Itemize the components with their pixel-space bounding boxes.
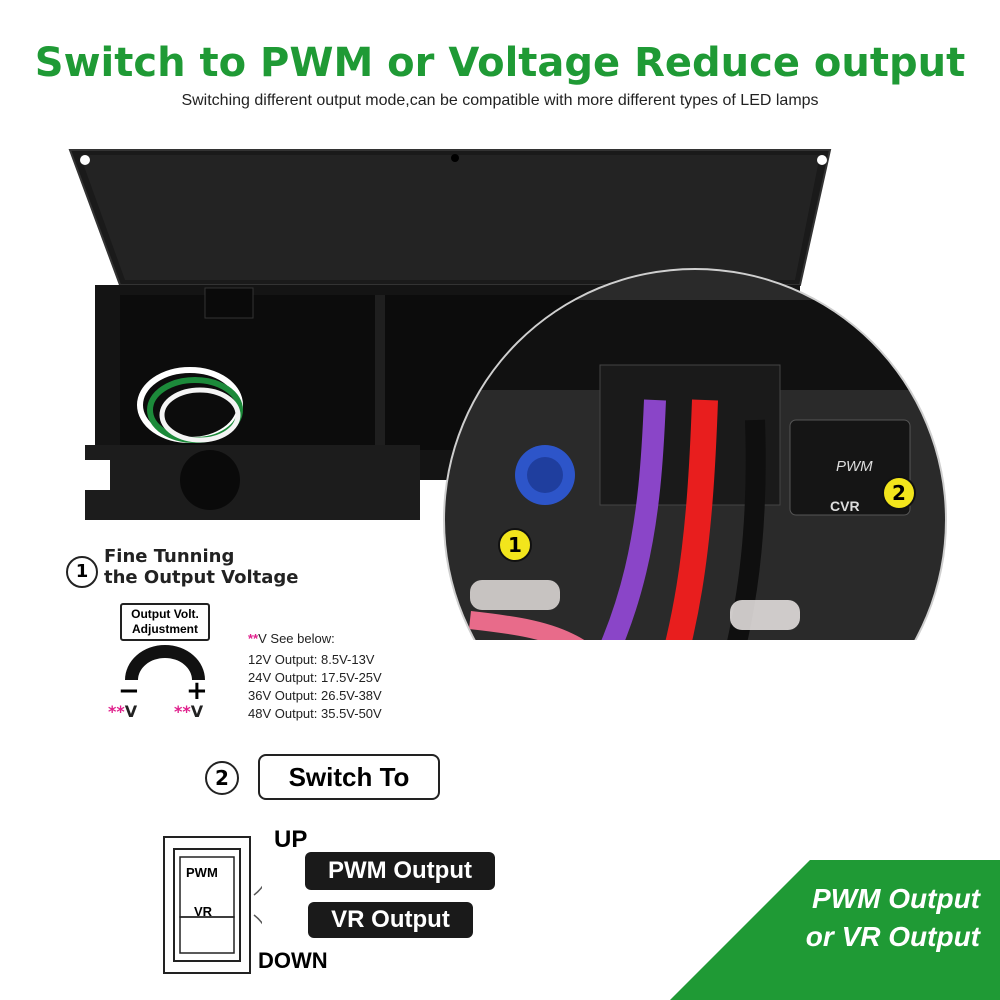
plus-voltage-label: **V [174, 702, 204, 721]
adjust-box-line1: Output Volt. [131, 607, 199, 621]
output-volt-adjust-box: Output Volt. Adjustment [120, 603, 210, 641]
see-below-note: **V See below: [248, 631, 335, 646]
voltage-range-48v: 48V Output: 35.5V-50V [248, 706, 382, 721]
product-photo [68, 149, 947, 640]
page-title: Switch to PWM or Voltage Reduce output [34, 40, 966, 86]
step-1-number: 1 [66, 556, 98, 588]
rocker-switch-pwm-label: PWM [836, 458, 873, 475]
pwm-output-pill: PWM Output [305, 852, 495, 890]
voltage-range-12v: 12V Output: 8.5V-13V [248, 652, 375, 667]
diagram-vr-label: VR [194, 904, 213, 919]
callout-1-badge: 1 [498, 528, 532, 562]
minus-sign: − [118, 676, 140, 706]
switch-to-label: Switch To [258, 754, 440, 800]
rocker-switch-diagram [163, 836, 262, 974]
corner-line1: PWM Output [812, 883, 980, 914]
diagram-pwm-label: PWM [186, 865, 218, 880]
vr-output-pill: VR Output [308, 902, 473, 938]
fine-tuning-heading: Fine Tunning the Output Voltage [104, 546, 299, 588]
page-subtitle: Switching different output mode,can be c… [181, 92, 819, 109]
voltage-range-36v: 36V Output: 26.5V-38V [248, 688, 382, 703]
down-label: DOWN [258, 948, 328, 973]
rocker-switch-cvr-label: CVR [830, 498, 860, 514]
callout-2-badge: 2 [882, 476, 916, 510]
adjust-box-line2: Adjustment [132, 622, 198, 636]
up-label: UP [274, 826, 308, 853]
minus-voltage-label: **V [108, 702, 138, 721]
step-2-number: 2 [205, 761, 239, 795]
voltage-range-24v: 24V Output: 17.5V-25V [248, 670, 382, 685]
corner-banner-text: PWM Output or VR Output [740, 880, 980, 956]
fine-tuning-line2: the Output Voltage [104, 567, 299, 588]
corner-banner [670, 860, 1000, 1000]
corner-line2: or VR Output [805, 921, 980, 952]
fine-tuning-line1: Fine Tunning [104, 546, 235, 567]
adjust-arc-icon [125, 645, 205, 680]
plus-sign: + [186, 676, 208, 706]
